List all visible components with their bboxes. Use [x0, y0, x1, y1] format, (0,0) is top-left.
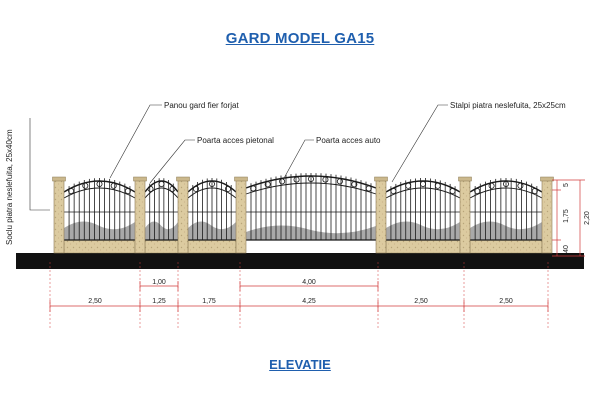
pillar-cap: [234, 176, 248, 182]
car-opening-dim: 4,00: [302, 279, 316, 286]
stone-pillar: [53, 179, 65, 254]
pillar-cap: [540, 176, 554, 182]
scroll-ornament: [110, 182, 117, 189]
scroll-ornament: [293, 176, 300, 183]
span-dim-3: 1,75: [202, 298, 216, 305]
stone-pillar: [541, 179, 553, 254]
height-dim-top: 5: [563, 183, 570, 187]
scroll-ornament: [307, 175, 314, 182]
plinth-segment: [187, 239, 237, 254]
ground-line: [16, 253, 584, 269]
scroll-ornament: [390, 188, 397, 195]
callout-pedestrian-gate: Poarta acces pietonal: [197, 136, 274, 145]
height-dim-middle: 1,75: [563, 209, 570, 223]
scroll-ornament: [192, 185, 199, 192]
pillar-cap: [374, 176, 388, 182]
scroll-ornament: [434, 182, 441, 189]
scroll-ornament: [322, 176, 329, 183]
arched-top-rail: [385, 180, 461, 193]
pillar-cap: [52, 176, 66, 182]
leader-pillars: [391, 104, 448, 183]
stone-pillar: [459, 179, 471, 254]
height-dim-total: 2,20: [584, 211, 591, 225]
scroll-ornament: [169, 185, 176, 192]
scroll-ornament: [147, 185, 154, 192]
plinth-segment: [144, 239, 179, 254]
span-dim-1: 2,50: [88, 298, 102, 305]
scroll-ornament: [208, 180, 215, 187]
scroll-ornament: [158, 180, 165, 187]
plinth-segment: [63, 239, 136, 254]
pillar-cap: [133, 176, 147, 182]
leader-panel: [109, 104, 162, 179]
scroll-ornament: [365, 185, 372, 192]
plinth-segment: [469, 239, 543, 254]
span-dim-5: 2,50: [414, 298, 428, 305]
stone-pillar: [177, 179, 189, 254]
scroll-ornament: [124, 188, 131, 195]
scroll-ornament: [224, 185, 231, 192]
scroll-ornament: [488, 182, 495, 189]
leader-pedestrian-gate: [149, 139, 195, 184]
scroll-ornament: [531, 188, 538, 195]
arched-inner-rail: [385, 187, 461, 199]
height-dim-base: 40: [563, 245, 570, 253]
plinth-segment: [385, 239, 461, 254]
stone-pillar: [235, 179, 247, 254]
view-caption: ELEVATIE: [269, 357, 331, 372]
pedestrian-opening-dim: 1,00: [152, 279, 166, 286]
scroll-ornament: [405, 182, 412, 189]
callout-plinth: Soclu piatra neslefuita, 25x40cm: [5, 129, 14, 245]
callout-car-gate: Poarta acces auto: [316, 136, 381, 145]
scroll-ornament: [419, 180, 426, 187]
scroll-ornament: [474, 188, 481, 195]
scroll-ornament: [517, 182, 524, 189]
leader-plinth: [29, 118, 50, 211]
arched-inner-rail: [144, 187, 179, 199]
drawing-title: GARD MODEL GA15: [225, 30, 375, 47]
scroll-ornament: [502, 180, 509, 187]
scroll-ornament: [351, 181, 358, 188]
pillar-cap: [458, 176, 472, 182]
scroll-ornament: [250, 185, 257, 192]
scroll-ornament: [264, 181, 271, 188]
scroll-ornament: [68, 188, 75, 195]
grey-plate: [145, 221, 178, 240]
span-dim-2: 1,25: [152, 298, 166, 305]
scroll-ornament: [336, 178, 343, 185]
callout-panel: Panou gard fier forjat: [164, 101, 239, 110]
scroll-ornament: [449, 188, 456, 195]
span-dim-6: 2,50: [499, 298, 513, 305]
stone-pillar: [375, 179, 387, 254]
scroll-ornament: [96, 180, 103, 187]
leader-car-gate: [282, 139, 314, 181]
stone-pillar: [134, 179, 146, 254]
span-dim-4: 4,25: [302, 298, 316, 305]
scroll-ornament: [279, 178, 286, 185]
grey-plate: [386, 221, 460, 240]
callout-pillars: Stalpi piatra neslefuita, 25x25cm: [450, 101, 566, 110]
pillar-cap: [176, 176, 190, 182]
scroll-ornament: [82, 182, 89, 189]
